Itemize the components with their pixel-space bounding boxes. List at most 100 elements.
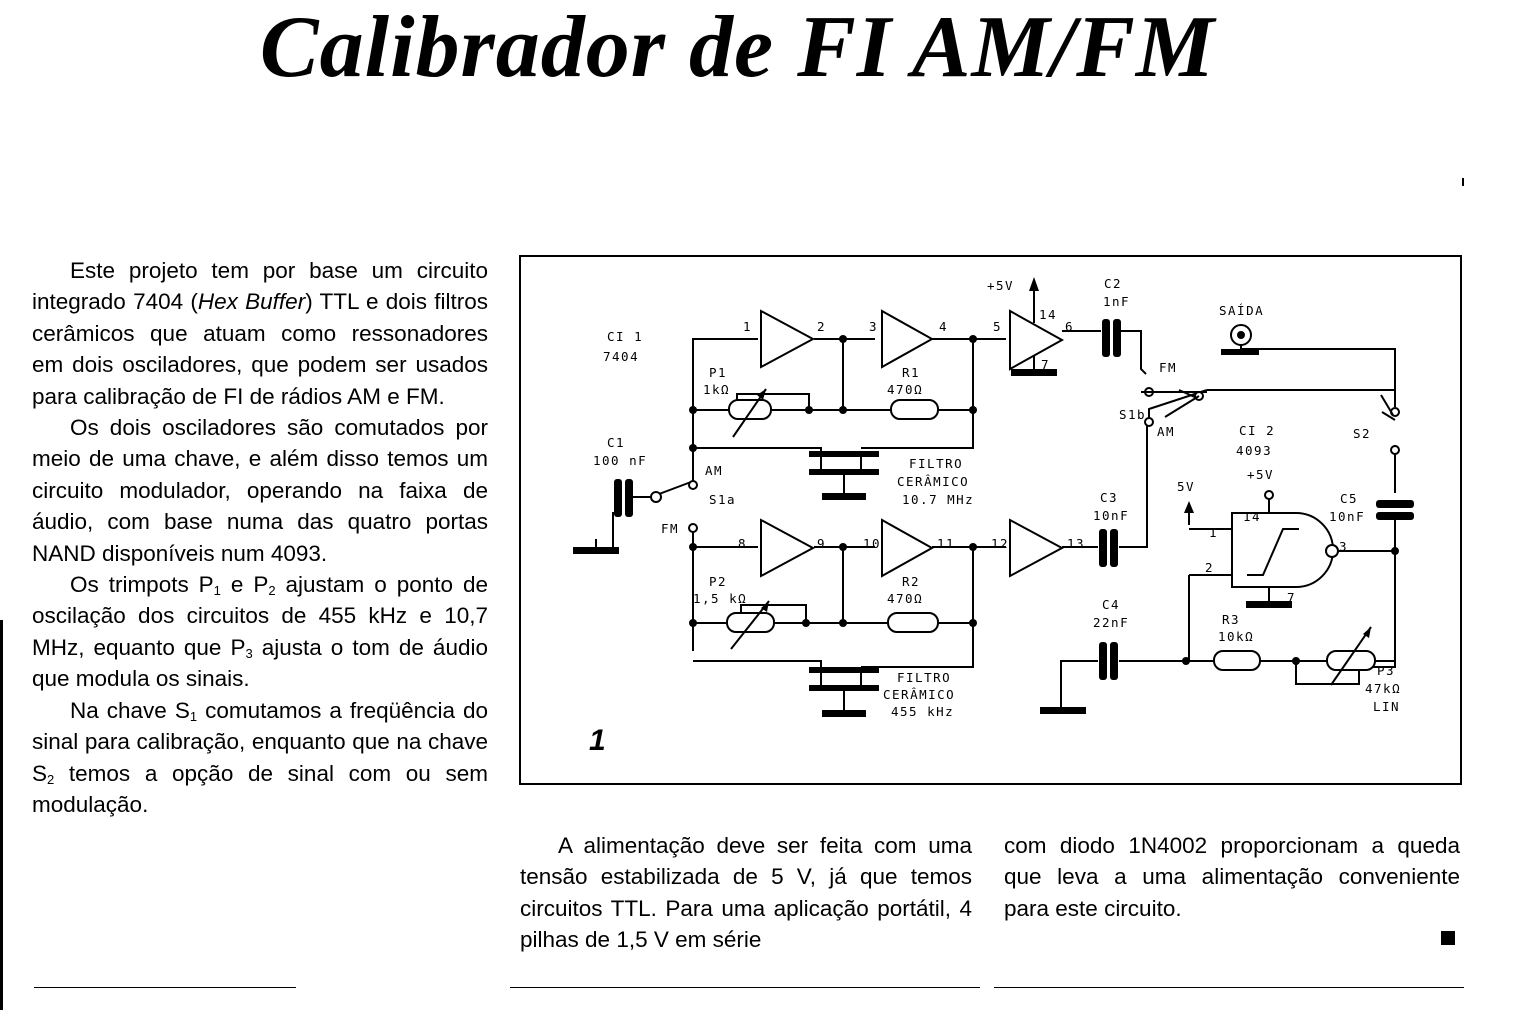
label-s1a-fm: FM — [661, 521, 679, 536]
label-c4-value: 22nF — [1093, 615, 1129, 630]
ground-symbol — [1011, 369, 1057, 376]
paragraph: Na chave S1 comutamos a freqüência do si… — [32, 697, 488, 817]
label-p3-taper: LIN — [1373, 699, 1400, 714]
pin-number: 13 — [1067, 536, 1085, 551]
s2-contact-bottom — [1390, 445, 1400, 455]
pin-number: 3 — [1339, 539, 1348, 554]
vcc-arrow-5v — [1184, 501, 1194, 513]
label-c3-value: 10nF — [1093, 508, 1129, 523]
potentiometer-p2 — [726, 612, 775, 633]
capacitor-c3-plate — [1110, 529, 1118, 567]
label-c4-name: C4 — [1102, 597, 1120, 612]
pin-number: 12 — [991, 536, 1009, 551]
pin-number: 3 — [869, 319, 878, 334]
label-p2-name: P2 — [709, 574, 727, 589]
margin-bar — [0, 620, 3, 1010]
capacitor-c3-plate — [1099, 529, 1107, 567]
label-filter2-line3: 455 kHz — [891, 704, 954, 719]
pin-number: 14 — [1243, 509, 1261, 524]
paragraph: com diodo 1N4002 proporcionam a queda qu… — [1004, 833, 1460, 921]
label-r1-name: R1 — [902, 365, 920, 380]
resistor-r3 — [1213, 650, 1261, 671]
label-s1b-am: AM — [1157, 424, 1175, 439]
label-s1a-am: AM — [705, 463, 723, 478]
article-column-2: A alimentação deve ser feita com uma ten… — [520, 830, 972, 956]
potentiometer-p3 — [1326, 650, 1376, 671]
capacitor-c5-plate — [1376, 512, 1414, 520]
schematic-drawing: CI 1 7404 CI 2 4093 C1 100 nF C2 1nF C3 … — [573, 276, 1414, 757]
pin-number: 6 — [1065, 319, 1074, 334]
pin-number: 7 — [1041, 357, 1050, 372]
potentiometer-p1 — [728, 399, 772, 420]
resistor-r2 — [887, 612, 939, 633]
label-vcc-ci1: +5V — [987, 278, 1014, 293]
ground-symbol — [822, 710, 866, 717]
output-connector-base — [1221, 349, 1259, 355]
buffer-gate-1 — [760, 309, 816, 369]
ground-symbol — [573, 547, 619, 554]
pin-number: 11 — [937, 536, 955, 551]
label-ci2-part: 4093 — [1236, 443, 1272, 458]
label-r2-value: 470Ω — [887, 591, 923, 606]
label-c5-name: C5 — [1340, 491, 1358, 506]
footer-rule-left — [34, 987, 296, 988]
label-filter1-line2: CERÂMICO — [897, 474, 969, 489]
footer-rule-mid — [510, 987, 980, 988]
label-ci1-part: 7404 — [603, 349, 639, 364]
ceramic-filter-plate — [809, 469, 879, 475]
s1a-pivot — [650, 491, 662, 503]
label-c5-value: 10nF — [1329, 509, 1365, 524]
label-s1b: S1b — [1119, 407, 1146, 422]
capacitor-c2-plate — [1113, 319, 1121, 357]
pin-number: 1 — [743, 319, 752, 334]
ground-symbol — [822, 493, 866, 500]
article-column-3: com diodo 1N4002 proporcionam a queda qu… — [1004, 830, 1460, 924]
pin-number: 8 — [738, 536, 747, 551]
label-c2-value: 1nF — [1103, 294, 1130, 309]
label-p1-name: P1 — [709, 365, 727, 380]
buffer-gate-2 — [881, 309, 935, 369]
label-filter1-line3: 10.7 MHz — [902, 492, 974, 507]
label-r3-value: 10kΩ — [1218, 629, 1254, 644]
label-5v: 5V — [1177, 479, 1195, 494]
s1b-contact-am — [1144, 417, 1154, 427]
buffer-gate-5 — [881, 518, 935, 578]
pin-number: 2 — [1205, 560, 1214, 575]
label-r3-name: R3 — [1222, 612, 1240, 627]
pin-number: 7 — [1287, 590, 1296, 605]
end-of-article-mark — [1441, 931, 1455, 945]
capacitor-c1-plate — [614, 479, 622, 517]
ceramic-filter-plate — [809, 667, 879, 673]
capacitor-c1-plate — [625, 479, 633, 517]
pin-number: 2 — [817, 319, 826, 334]
page-title: Calibrador de FI AM/FM — [259, 0, 1216, 96]
label-ci1-name: CI 1 — [607, 329, 643, 344]
figure-number: 1 — [589, 724, 606, 757]
buffer-gate-6 — [1009, 518, 1065, 578]
pin-number: 10 — [863, 536, 881, 551]
paragraph: A alimentação deve ser feita com uma ten… — [520, 833, 972, 953]
label-filter2-line1: FILTRO — [897, 670, 951, 685]
ground-symbol — [1246, 601, 1292, 608]
capacitor-c5-plate — [1376, 500, 1414, 508]
paragraph: Este projeto tem por base um circuito in… — [32, 258, 488, 409]
capacitor-c4-plate — [1099, 642, 1107, 680]
label-s2: S2 — [1353, 426, 1371, 441]
ground-symbol — [1040, 707, 1086, 714]
label-c2-name: C2 — [1104, 276, 1122, 291]
pin-number: 5 — [993, 319, 1002, 334]
label-p3-value: 47kΩ — [1365, 681, 1401, 696]
label-p3-name: P3 — [1377, 663, 1395, 678]
label-s1b-fm: FM — [1159, 360, 1177, 375]
label-r2-name: R2 — [902, 574, 920, 589]
label-filter1-line1: FILTRO — [909, 456, 963, 471]
margin-tick — [1462, 178, 1464, 186]
label-vcc-ci2: +5V — [1247, 467, 1274, 482]
resistor-r1 — [890, 399, 939, 420]
pin-number: 14 — [1039, 307, 1057, 322]
pin-number: 1 — [1209, 525, 1218, 540]
s1a-contact-am — [688, 480, 698, 490]
capacitor-c2-plate — [1102, 319, 1110, 357]
label-c1-name: C1 — [607, 435, 625, 450]
label-ci2-name: CI 2 — [1239, 423, 1275, 438]
